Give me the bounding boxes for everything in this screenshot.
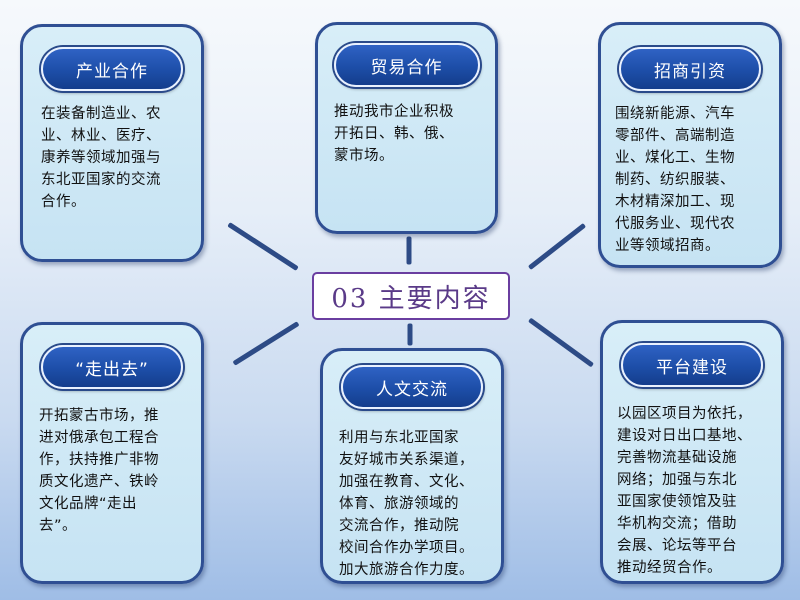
connector-trade bbox=[406, 236, 412, 265]
card-going-out: “走出去” 开拓蒙古市场，推 进对俄承包工程合 作，扶持推广非物 质文化遗产、铁… bbox=[20, 322, 204, 584]
card-body-going-out: 开拓蒙古市场，推 进对俄承包工程合 作，扶持推广非物 质文化遗产、铁岭 文化品牌… bbox=[39, 408, 159, 534]
card-title-cultural: 人文交流 bbox=[341, 365, 483, 409]
card-body-industry: 在装备制造业、农 业、林业、医疗、 康养等领域加强与 东北亚国家的交流 合作。 bbox=[41, 106, 161, 210]
connector-going-out bbox=[232, 321, 300, 366]
card-title-trade: 贸易合作 bbox=[333, 43, 480, 87]
card-title-investment: 招商引资 bbox=[619, 47, 761, 91]
card-title-industry: 产业合作 bbox=[41, 47, 183, 91]
card-body-trade: 推动我市企业积极 开拓日、韩、俄、 蒙市场。 bbox=[334, 104, 454, 164]
card-investment-promotion: 招商引资 围绕新能源、汽车 零部件、高端制造 业、煤化工、生物 制药、纺织服装、… bbox=[598, 22, 782, 268]
connector-investment bbox=[527, 222, 587, 271]
connector-platform bbox=[527, 317, 595, 368]
center-title: 03 主要内容 bbox=[312, 272, 510, 320]
card-body-platform: 以园区项目为依托， 建设对日出口基地、 完善物流基础设施 网络；加强与东北 亚国… bbox=[617, 406, 752, 576]
card-body-cultural: 利用与东北亚国家 友好城市关系渠道， 加强在教育、文化、 体育、旅游领域的 交流… bbox=[339, 430, 474, 578]
connector-industry bbox=[227, 222, 299, 271]
card-body-investment: 围绕新能源、汽车 零部件、高端制造 业、煤化工、生物 制药、纺织服装、 木材精深… bbox=[615, 106, 735, 254]
card-industry-cooperation: 产业合作 在装备制造业、农 业、林业、医疗、 康养等领域加强与 东北亚国家的交流… bbox=[20, 24, 204, 262]
card-cultural-exchange: 人文交流 利用与东北亚国家 友好城市关系渠道， 加强在教育、文化、 体育、旅游领… bbox=[320, 348, 504, 584]
card-title-platform: 平台建设 bbox=[621, 343, 763, 387]
connector-cultural bbox=[407, 323, 413, 346]
card-trade-cooperation: 贸易合作 推动我市企业积极 开拓日、韩、俄、 蒙市场。 bbox=[315, 22, 498, 234]
card-platform-construction: 平台建设 以园区项目为依托， 建设对日出口基地、 完善物流基础设施 网络；加强与… bbox=[600, 320, 784, 584]
card-title-going-out: “走出去” bbox=[41, 345, 183, 389]
